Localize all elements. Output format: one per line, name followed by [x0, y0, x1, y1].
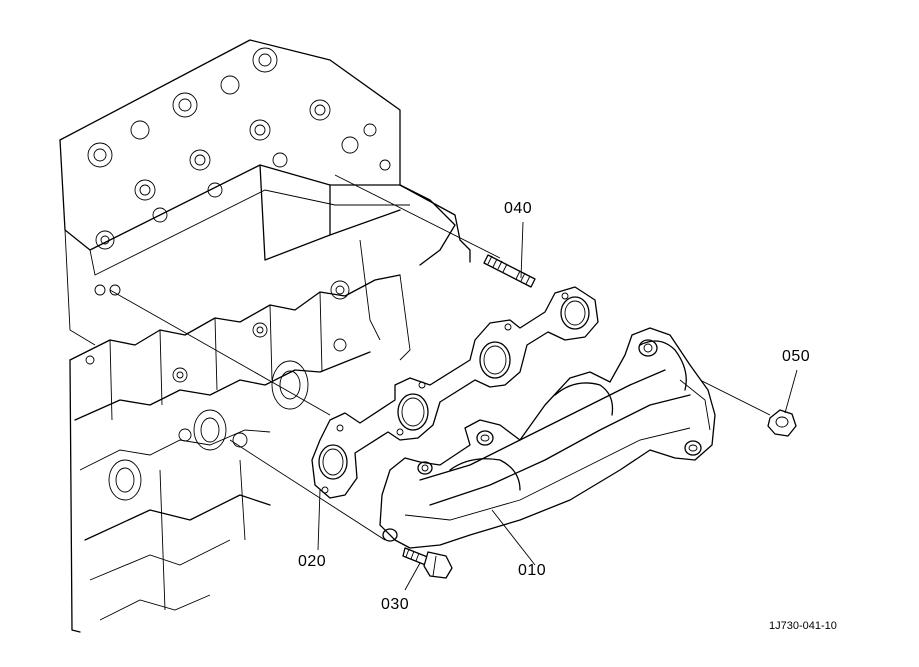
callout-gasket: 020 [298, 553, 327, 570]
exhaust-manifold [379, 327, 716, 549]
stud [483, 254, 536, 288]
bolt [402, 547, 453, 579]
callout-bolt: 030 [381, 596, 410, 613]
gasket [311, 286, 599, 499]
engine-block [59, 39, 471, 633]
callout-stud: 040 [504, 200, 533, 217]
drawing-code: 1J730-041-10 [769, 620, 837, 632]
callout-nut: 050 [782, 348, 811, 365]
nut [767, 409, 797, 437]
leader-lines [317, 221, 798, 591]
callout-exhaust-manifold: 010 [518, 562, 547, 579]
